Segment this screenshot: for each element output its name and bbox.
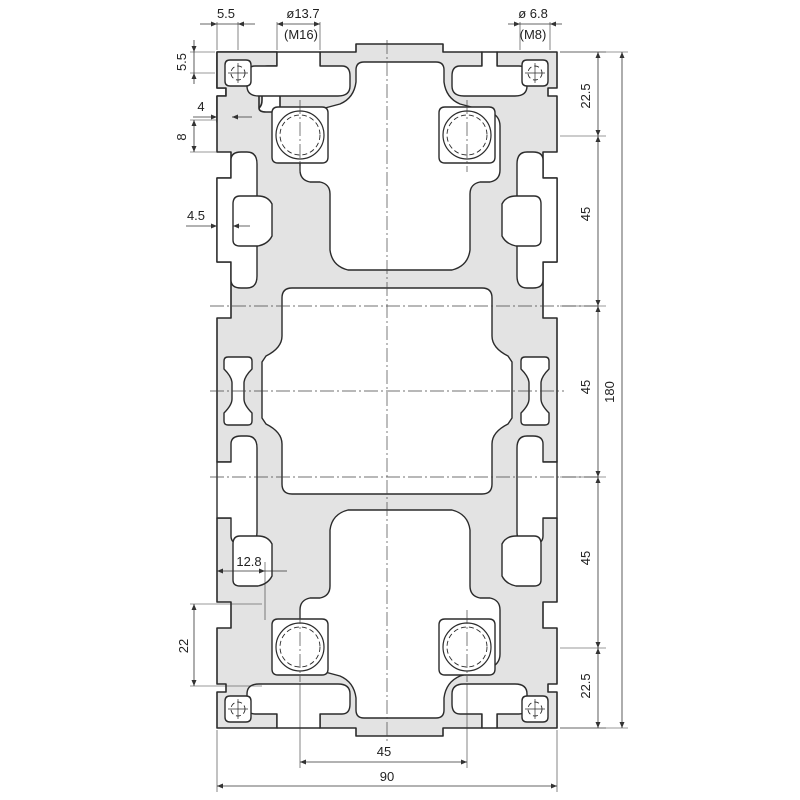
arrow-pitch-4-b bbox=[595, 722, 601, 728]
label-height-small-left: 5.5 bbox=[174, 53, 189, 71]
arrow-wall-a bbox=[211, 223, 217, 229]
left-lower-side-chamber bbox=[232, 535, 273, 587]
arrow-wall-b bbox=[233, 223, 239, 229]
label-slot-width: 4 bbox=[197, 99, 204, 114]
arrow-22-a bbox=[191, 604, 197, 610]
arrow-pitch-1-a bbox=[595, 136, 601, 142]
arrow-12.8-a bbox=[217, 568, 223, 574]
arrow-pitch-4-a bbox=[595, 648, 601, 654]
center-lines bbox=[210, 40, 600, 742]
label-bore-diameter: ø13.7 bbox=[286, 6, 319, 21]
arrow-22-b bbox=[191, 680, 197, 686]
label-pitch-top: 22.5 bbox=[578, 83, 593, 108]
arrow-pitch-0-b bbox=[595, 130, 601, 136]
corner-hole-1 bbox=[224, 59, 252, 87]
arrow-180-b bbox=[619, 722, 625, 728]
arrow-45-b bbox=[461, 759, 467, 765]
arrow-90-a bbox=[217, 783, 223, 789]
arrow-pitch-2-b bbox=[595, 471, 601, 477]
arrow-5.5w-a bbox=[211, 21, 217, 27]
arrow-pitch-3-b bbox=[595, 642, 601, 648]
corner-hole-2 bbox=[521, 59, 549, 87]
profile-body bbox=[216, 43, 558, 737]
label-pitch-middle: 45 bbox=[578, 380, 593, 394]
arrow-5.5h-b bbox=[191, 73, 197, 79]
right-upper-side-chamber bbox=[501, 195, 542, 247]
label-slot-depth: 8 bbox=[174, 133, 189, 140]
arrow-pitch-2-a bbox=[595, 306, 601, 312]
arrow-5.5w-b bbox=[238, 21, 244, 27]
arrow-slot-d-b bbox=[191, 146, 197, 152]
arrow-45-a bbox=[300, 759, 306, 765]
arrow-corner-a bbox=[514, 21, 520, 27]
arrow-pitch-1-b bbox=[595, 300, 601, 306]
corner-hole-4 bbox=[521, 695, 549, 723]
arrow-slot-w-b bbox=[232, 114, 238, 120]
label-width-small-top: 5.5 bbox=[217, 6, 235, 21]
arrow-180-a bbox=[619, 52, 625, 58]
label-bore-spacing-horizontal: 45 bbox=[377, 744, 391, 759]
label-pitch-upper: 45 bbox=[578, 207, 593, 221]
label-wall-thickness: 4.5 bbox=[187, 208, 205, 223]
arrow-bore-b bbox=[314, 21, 320, 27]
arrow-pitch-0-a bbox=[595, 52, 601, 58]
right-lower-side-chamber bbox=[501, 535, 542, 587]
label-pitch-lower: 45 bbox=[578, 551, 593, 565]
arrow-slot-d-a bbox=[191, 120, 197, 126]
label-overall-height: 180 bbox=[602, 381, 617, 403]
label-overall-width: 90 bbox=[380, 769, 394, 784]
slot-cavities bbox=[216, 51, 558, 729]
label-bore-spacing-vertical: 22 bbox=[176, 639, 191, 653]
dimensions: 5.5 ø13.7 (M16) ø 6.8 (M8) 5.5 4 8 4.5 12.8 22 22.5… bbox=[174, 6, 628, 792]
label-corner-thread: (M8) bbox=[520, 27, 547, 42]
left-upper-side-chamber bbox=[232, 195, 273, 247]
core-bore-3 bbox=[271, 618, 329, 676]
core-bore-4 bbox=[438, 618, 496, 676]
arrow-5.5h-a bbox=[191, 46, 197, 52]
arrow-90-b bbox=[551, 783, 557, 789]
label-bore-offset: 12.8 bbox=[236, 554, 261, 569]
arrow-corner-b bbox=[550, 21, 556, 27]
corner-hole-3 bbox=[224, 695, 252, 723]
label-pitch-bottom: 22.5 bbox=[578, 673, 593, 698]
core-bores bbox=[271, 106, 496, 676]
arrow-bore-a bbox=[277, 21, 283, 27]
arrow-slot-w-a bbox=[211, 114, 217, 120]
arrow-12.8-b bbox=[259, 568, 265, 574]
arrow-pitch-3-a bbox=[595, 477, 601, 483]
label-corner-hole-diameter: ø 6.8 bbox=[518, 6, 548, 21]
label-bore-thread: (M16) bbox=[284, 27, 318, 42]
